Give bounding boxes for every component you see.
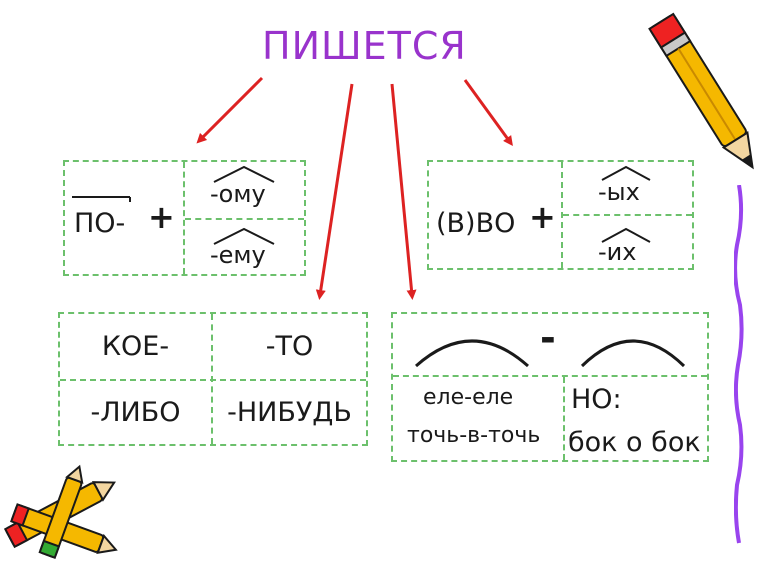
exception-bok-o-bok: бок о бок <box>568 427 701 458</box>
suffix-mark <box>213 165 275 183</box>
cell-nibud: -НИБУДЬ <box>227 397 352 428</box>
box-indefinite-particles <box>58 312 368 446</box>
prefix-po: ПО- <box>74 208 126 239</box>
root-arc-icon <box>415 339 529 368</box>
box-po-prefix <box>63 160 306 276</box>
but-label: НО: <box>571 384 622 415</box>
overline-mark <box>72 196 131 202</box>
suffix-ikh: -их <box>598 238 637 266</box>
plus-sign: + <box>529 198 556 236</box>
suffix-emu: -ему <box>210 241 266 269</box>
arrow-to-koe <box>315 83 354 300</box>
diagram-title: ПИШЕТСЯ <box>262 24 467 68</box>
prefix-vo: (В)ВО <box>436 208 516 239</box>
box-repeated-roots <box>391 312 709 462</box>
pencil-icon <box>648 12 754 170</box>
cell-koe: КОЕ- <box>101 331 170 362</box>
suffix-mark <box>213 227 275 245</box>
hyphen-sign: - <box>540 316 556 360</box>
squiggle-line <box>734 185 744 544</box>
root-arc-icon <box>580 339 686 368</box>
suffix-omu: -ому <box>210 180 266 208</box>
cell-libo: -ЛИБО <box>90 397 181 428</box>
example-ele-ele: еле-еле <box>423 385 514 410</box>
arrow-to-po <box>196 76 264 144</box>
suffix-ykh: -ых <box>598 178 640 206</box>
suffix-mark <box>601 227 651 243</box>
suffix-mark <box>601 165 651 181</box>
arrow-to-repeat <box>390 83 417 300</box>
cell-to: -ТО <box>265 331 314 362</box>
example-toch-v-toch: точь-в-точь <box>407 423 541 448</box>
arrow-to-vo <box>463 79 513 147</box>
plus-sign: + <box>148 198 175 236</box>
pencils-icon <box>3 464 118 559</box>
box-vo-prefix <box>427 160 694 270</box>
